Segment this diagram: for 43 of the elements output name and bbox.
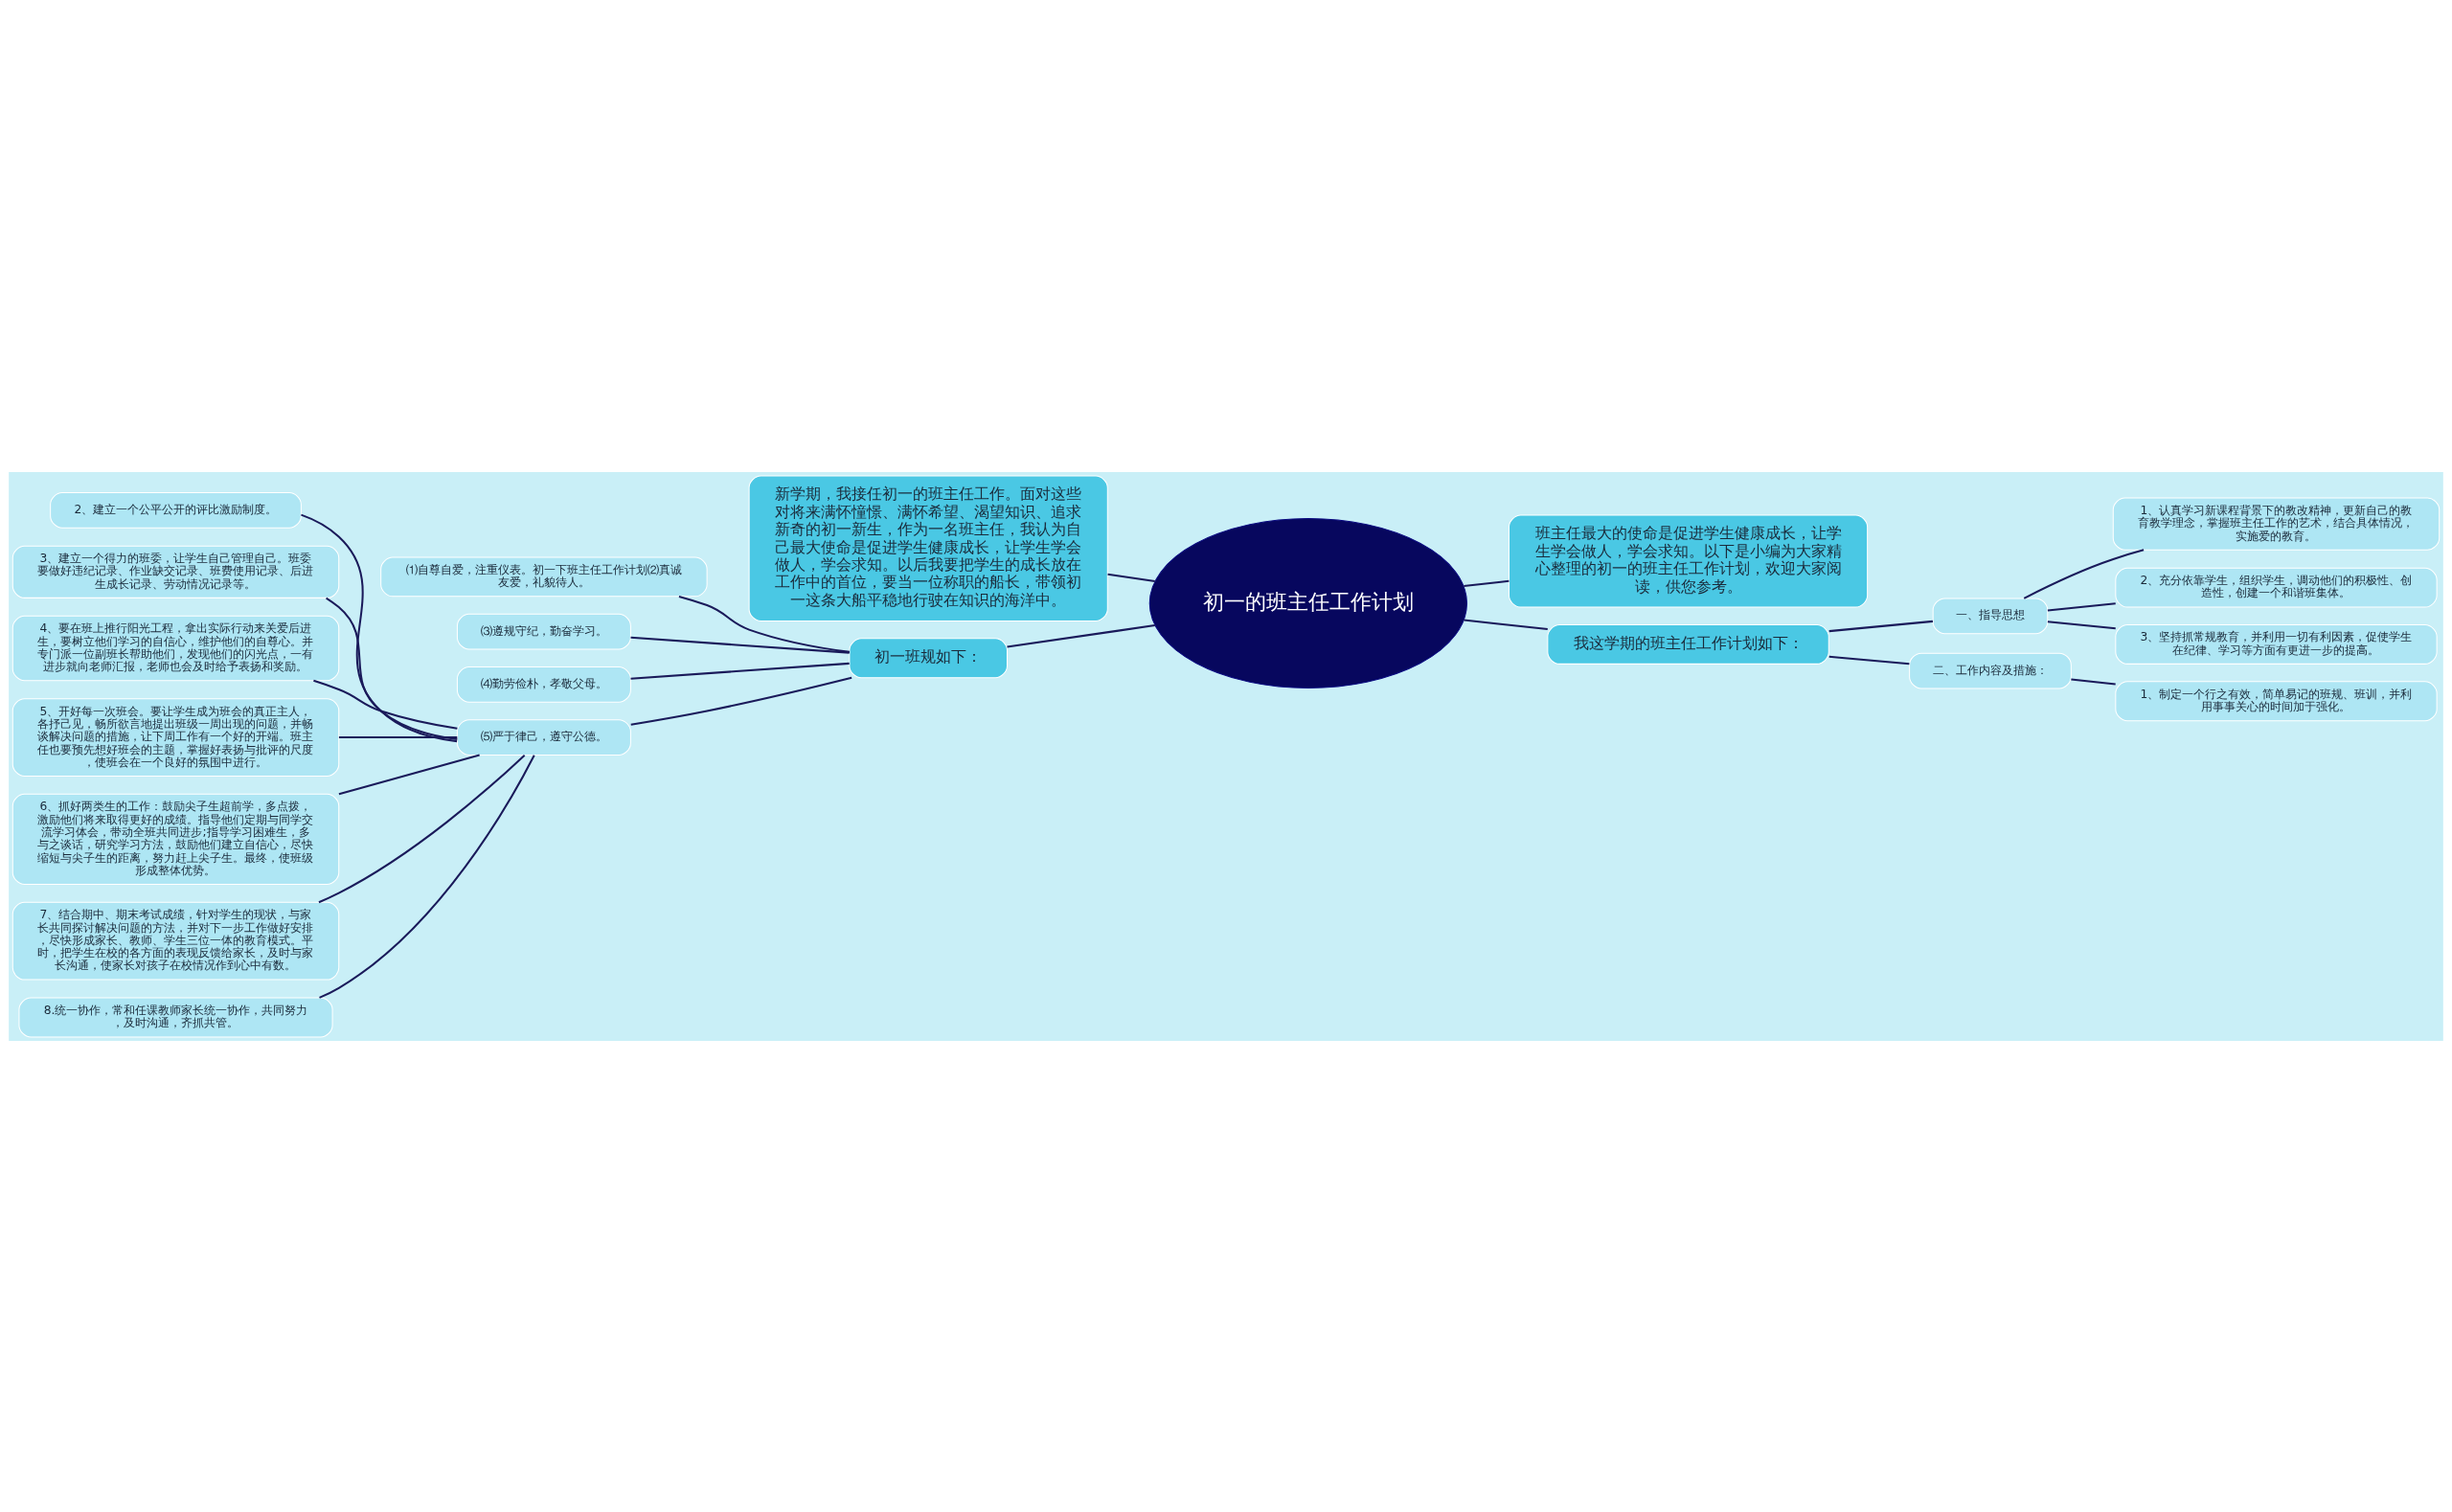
connector [1107,573,1155,582]
node-box: 初一班规如下： [849,637,1008,678]
node-box: 班主任最大的使命是促进学生健康成长，让学生学会做人，学会求知。以下是小编为大家精心整理的初一的班主任工作计划，欢迎大家阅读，供您参考。 [1508,513,1869,608]
connector [2071,677,2116,685]
node-box: ⑶遵规守纪，勤奋学习。 [456,613,631,650]
connector [301,513,458,742]
connector [326,597,458,740]
connector [630,676,852,726]
connector [678,595,850,653]
node-box: ⑴自尊自爱，注重仪表。初一下班主任工作计划⑵真诚友爱，礼貌待人。 [380,555,708,597]
connector [630,662,850,680]
connector [1007,623,1155,647]
node-box: ⑸严于律己，遵守公德。 [456,718,631,756]
node-box: 8.统一协作，常和任课教师家长统一协作，共同努力，及时沟通，齐抓共管。 [18,997,333,1037]
connector [2047,601,2116,611]
node-box: 1、制定一个行之有效，简单易记的班规、班训，并利用事事关心的时间加于强化。 [2115,680,2438,721]
node-box: 3、坚持抓常规教育，并利用一切有利因素，促使学生在纪律、学习等方面有更进一步的提高。 [2115,623,2438,665]
node-box: 二、工作内容及措施： [1909,652,2072,688]
node-ellipse: 初一的班主任工作计划 [1148,517,1467,688]
node-box: 新学期，我接任初一的班主任工作。面对这些对将来满怀憧憬、满怀希望、渴望知识、追求新奇的初一新生，作为一名班主任，我认为自己最大使命是促进学生健康成长，让学生学会做人，学会求知。以后我要把学生的成长放在工作中的首位，要当一位称职的船长，带领初一这条大船平稳地行驶在知识的海洋中。 [748,475,1108,621]
connector [630,636,850,654]
connector [2023,548,2145,599]
connector [2047,620,2116,629]
connector [319,754,535,999]
connector [338,754,480,795]
node-box: 1、认真学习新课程背景下的教改精神，更新自己的教育教学理念，掌握班主任工作的艺术，结合具体情况，实施爱的教育。 [2112,497,2441,551]
connector [318,754,526,903]
node-box: 我这学期的班主任工作计划如下： [1547,623,1829,665]
node-box: ⑷勤劳俭朴，孝敬父母。 [456,666,631,703]
node-box: 2、建立一个公平公开的评比激励制度。 [50,491,302,529]
node-box: 2、充分依靠学生，组织学生，调动他们的积极性、创造性，创建一个和谐班集体。 [2115,567,2438,608]
connector [1464,579,1510,587]
node-box: 6、抓好两类生的工作：鼓励尖子生超前学，多点拨，激励他们将来取得更好的成绩。指导他们定期与同学交流学习体会，带动全班共同进步;指导学习困难生，多与之谈话，研究学习方法，鼓励他们建立自信心，尽快缩短与尖子生的距离，努力赶上尖子生。最终，使班级形成整体优势。 [11,793,340,885]
node-box: 5、开好每一次班会。要让学生成为班会的真正主人，各抒己见，畅所欲言地提出班级一周出现的问题，并畅谈解决问题的措施，让下周工作有一个好的开端。班主任也要预先想好班会的主题，掌握好表扬与批评的尺度，使班会在一个良好的氛围中进行。 [11,697,340,777]
connector [313,679,458,730]
connector [1464,619,1548,630]
connector [338,735,458,738]
node-box: 3、建立一个得力的班委，让学生自己管理自己。班委要做好违纪记录、作业缺交记录、班费使用记录、后进生成长记录、劳动情况记录等。 [11,545,340,598]
connector [1828,655,1910,665]
node-box: 4、要在班上推行阳光工程，拿出实际行动来关爱后进生，要树立他们学习的自信心，维护他们的自尊心。并专门派一位副班长帮助他们，发现他们的闪光点，一有进步就向老师汇报，老师也会及时给予表扬和奖励。 [11,615,340,681]
connector [1828,620,1933,632]
node-box: 7、结合期中、期末考试成绩，针对学生的现状，与家长共同探讨解决问题的方法，并对下一步工作做好安排，尽快形成家长、教师、学生三位一体的教育模式。平时，把学生在校的各方面的表现反馈给家长，及时与家长沟通，使家长对孩子在校情况作到心中有数。 [11,901,340,981]
node-box: 一、指导思想 [1932,597,2049,634]
